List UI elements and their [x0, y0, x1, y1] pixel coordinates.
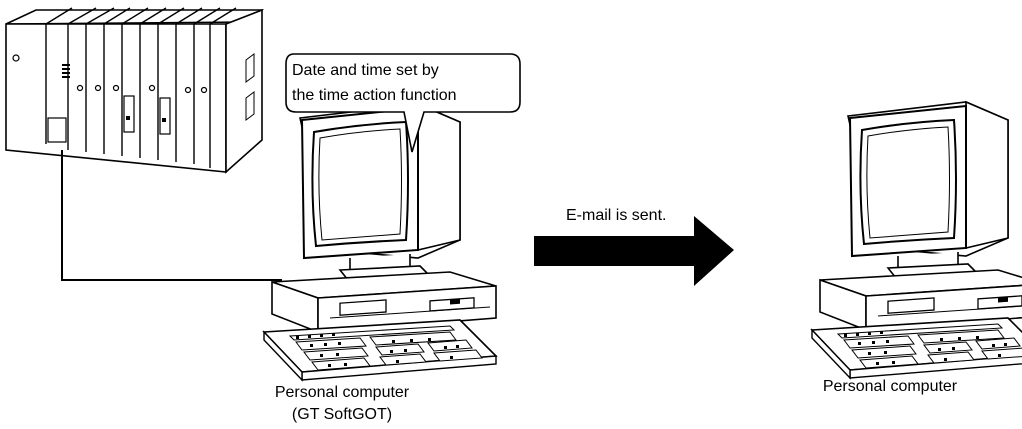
callout-text: Date and time set by the time action fun… — [292, 58, 518, 108]
right-personal-computer-icon — [811, 101, 1022, 379]
connection-cable — [61, 150, 282, 281]
plc-rack — [5, 7, 264, 174]
email-sent-label: E-mail is sent. — [566, 207, 667, 224]
callout-balloon — [285, 53, 521, 153]
right-computer-label: Personal computer — [822, 378, 958, 395]
callout-line-1: Date and time set by — [292, 62, 439, 79]
callout-line-2: the time action function — [292, 87, 457, 104]
left-computer-label-line-1: Personal computer — [274, 384, 410, 401]
send-arrow-icon — [534, 216, 734, 286]
left-personal-computer-icon — [263, 103, 497, 381]
left-computer-label-line-2: (GT SoftGOT) — [291, 406, 393, 423]
